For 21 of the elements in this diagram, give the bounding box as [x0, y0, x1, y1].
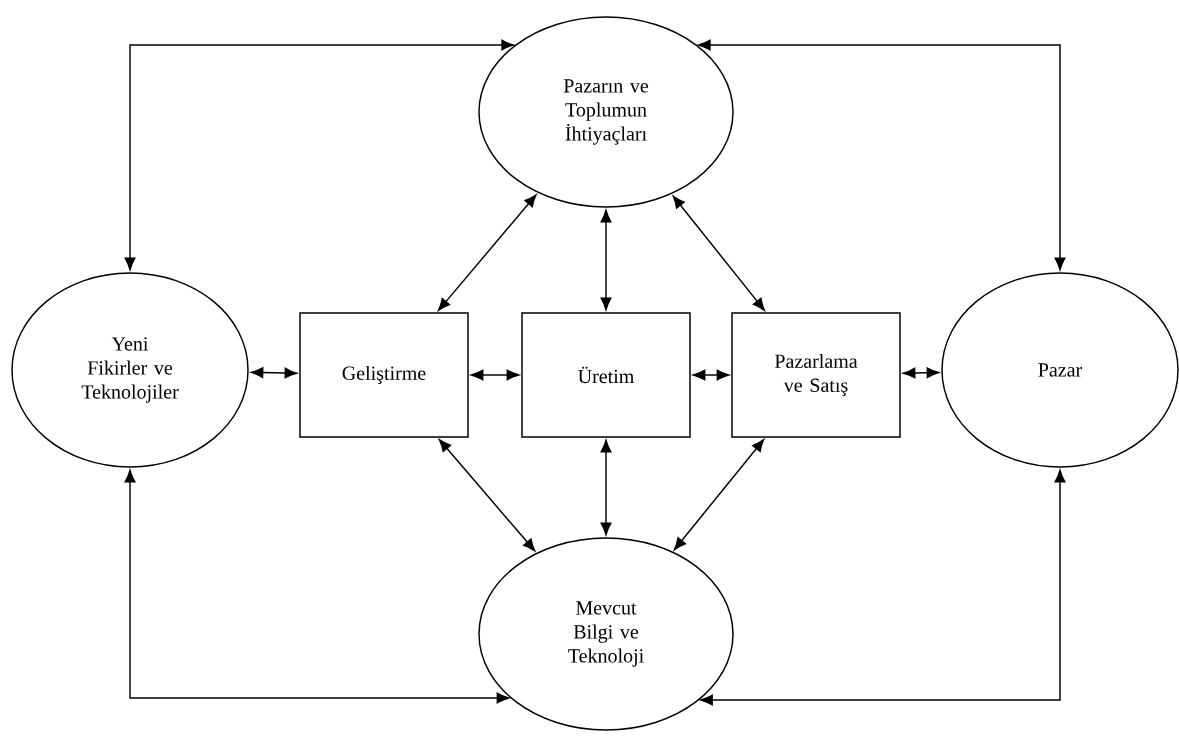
arrow — [438, 194, 537, 311]
arrow — [124, 469, 510, 704]
process-box: Üretim — [521, 312, 691, 438]
arrow — [698, 39, 1066, 271]
arrow — [600, 209, 612, 311]
ellipse-node: Mevcut Bilgi ve Teknoloji — [478, 537, 734, 731]
arrow — [600, 439, 612, 536]
arrow — [672, 195, 765, 311]
arrow — [902, 367, 940, 379]
arrow — [700, 469, 1066, 706]
ellipse-node: Yeni Fikirler ve Teknolojiler — [11, 272, 249, 468]
arrow — [250, 367, 298, 379]
arrow — [438, 439, 536, 552]
arrow — [673, 439, 765, 551]
arrow — [692, 369, 730, 381]
ellipse-node: Pazar — [941, 272, 1179, 468]
arrow — [470, 369, 520, 381]
arrow — [124, 39, 514, 271]
ellipse-node: Pazarın ve Toplumun İhtiyaçları — [478, 16, 734, 208]
process-box: Geliştirme — [299, 312, 469, 438]
process-box: Pazarlama ve Satış — [731, 312, 901, 438]
